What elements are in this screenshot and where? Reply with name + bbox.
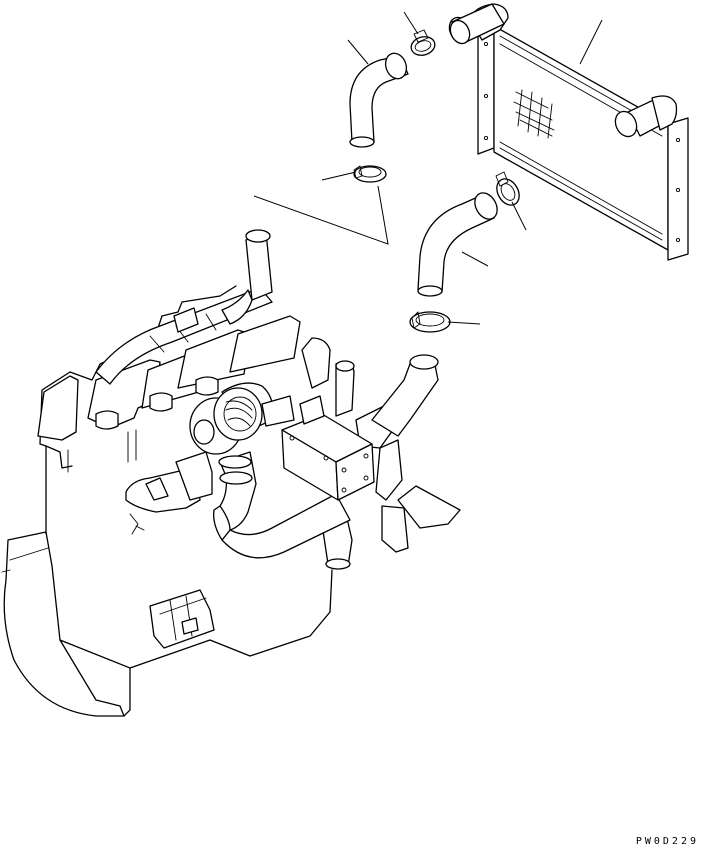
bottom-clamp [409,311,451,333]
drawing-code-label: PW0D229 [635,836,699,847]
upper-clamp [410,29,436,56]
lower-clamp-left [353,165,387,183]
upper-hose [349,52,409,148]
aftercooler [448,3,689,261]
charge-pipe [213,493,351,559]
leader-lower-hose [461,251,489,267]
engine-assembly [1,229,461,717]
leader-bottom-clamp [447,321,481,325]
leader-lines [253,11,603,325]
lower-clamp-right [495,171,520,206]
leader-lower-clamp-left [321,171,357,181]
leader-upper-clamp [403,11,419,35]
leader-upper-hose [347,39,369,65]
starter-motor [149,589,215,649]
turbocharger [189,382,274,531]
leader-aftercooler [579,19,603,65]
core-fin-hatch [513,89,555,139]
leader-hose-group [253,185,389,245]
lower-hose [417,192,498,297]
air-connector-box [261,395,375,501]
leader-lower-clamp-right [511,201,527,231]
